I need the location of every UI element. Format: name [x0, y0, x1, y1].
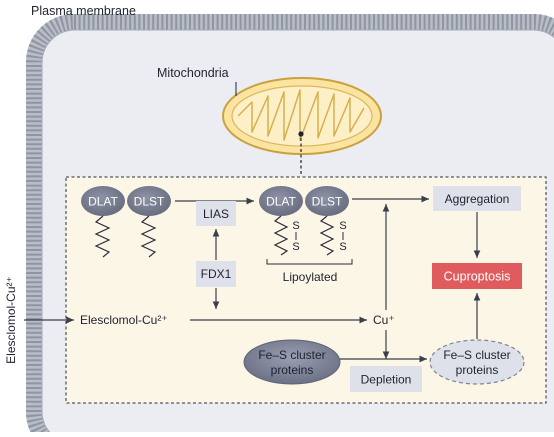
cu-plus-label: Cu⁺: [373, 313, 395, 327]
lipoyl-arm-dlst-lipoylated: [319, 215, 335, 256]
depletion-box: Depletion: [350, 366, 422, 392]
mitochondria-label: Mitochondria: [157, 66, 229, 80]
dlat-label-lipoylated: DLAT: [266, 195, 296, 209]
plasma-membrane-label: Plasma membrane: [31, 4, 136, 18]
elesclomol-inside-label: Elesclomol-Cu²⁺: [80, 313, 168, 327]
sulfur-label: S: [339, 220, 346, 232]
sulfur-label: S: [292, 241, 299, 253]
dlst-protein-lipoylated: DLST: [305, 186, 349, 216]
mitochondria: [222, 77, 382, 155]
fes-cluster-proteins: Fe–S cluster proteins: [243, 339, 341, 385]
lipoyl-arm-dlst-left: [140, 215, 157, 258]
sulfur-label: S: [339, 241, 346, 253]
cuproptosis-label: Cuproptosis: [444, 270, 511, 284]
fes-label-line1: Fe–S cluster: [258, 348, 325, 362]
dlat-label-left: DLAT: [88, 195, 118, 209]
lias-label: LIAS: [203, 207, 229, 221]
lipoyl-arm-dlat-lipoylated: [273, 215, 289, 256]
dlat-protein-left: DLAT: [81, 186, 125, 216]
elesclomol-outside-label: Elesclomol-Cu²⁺: [4, 276, 18, 364]
fes-cluster-proteins-depleted: Fe–S cluster proteins: [429, 339, 525, 385]
aggregation-label: Aggregation: [445, 192, 510, 206]
aggregation-box: Aggregation: [433, 186, 521, 211]
lipoylated-bracket: [266, 259, 353, 265]
fes-depleted-label-line2: proteins: [456, 363, 499, 377]
fdx1-box: FDX1: [196, 261, 236, 287]
fdx1-label: FDX1: [201, 267, 232, 281]
dlat-protein-lipoylated: DLAT: [259, 186, 303, 216]
dlst-protein-left: DLST: [127, 186, 171, 216]
fes-depleted-label-line1: Fe–S cluster: [443, 348, 510, 362]
lipoyl-arm-dlat-left: [94, 215, 111, 258]
cuproptosis-box: Cuproptosis: [432, 263, 522, 289]
sulfur-label: S: [292, 220, 299, 232]
depletion-label: Depletion: [361, 373, 412, 387]
lipoylated-label: Lipoylated: [283, 270, 338, 284]
dlst-label-left: DLST: [134, 195, 165, 209]
lias-box: LIAS: [196, 201, 236, 226]
fes-label-line2: proteins: [271, 363, 314, 377]
dlst-label-lipoylated: DLST: [312, 195, 343, 209]
